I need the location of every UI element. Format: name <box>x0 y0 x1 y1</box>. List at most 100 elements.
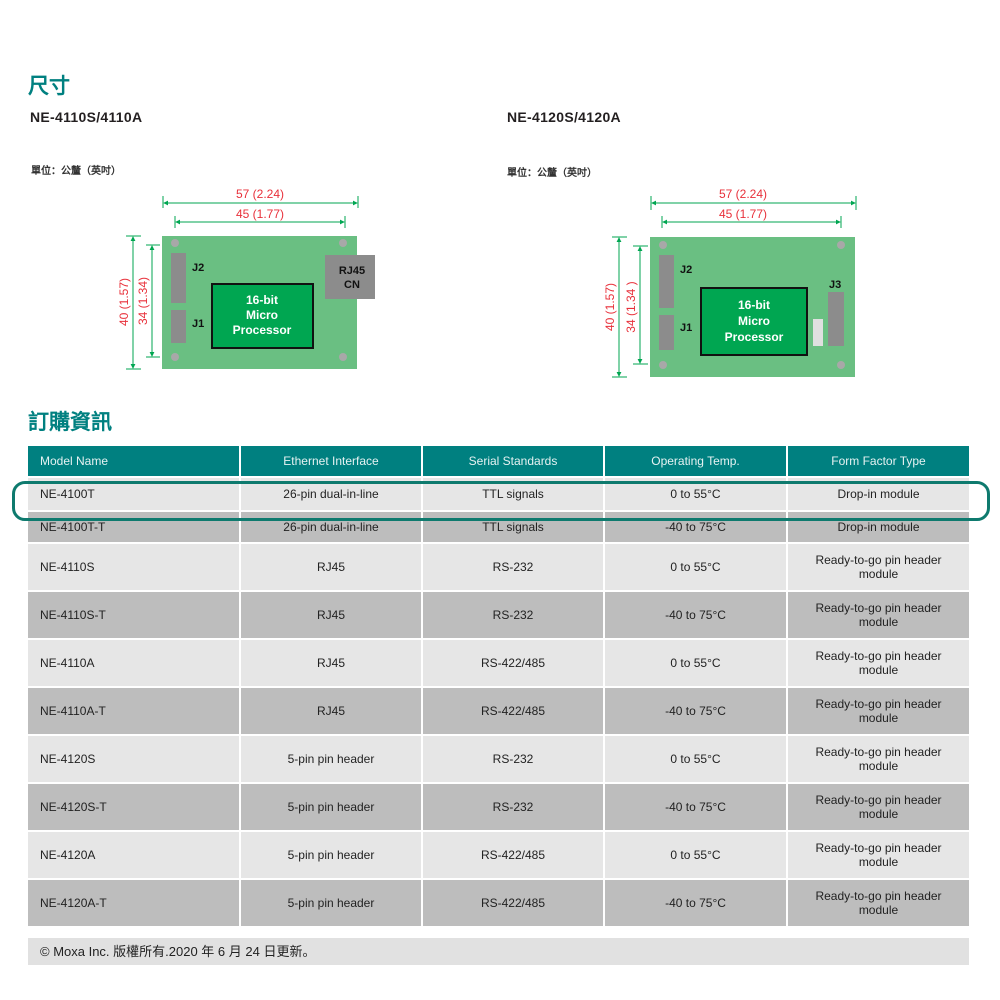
table-cell: Ready-to-go pin header module <box>788 736 969 782</box>
height-inner-label: 34 (1.34) <box>136 277 150 325</box>
diagram-2-unit-label: 單位：公釐（英吋） <box>507 168 597 179</box>
table-cell: Ready-to-go pin header module <box>788 688 969 734</box>
table-cell: RS-232 <box>423 592 603 638</box>
table-cell: RS-232 <box>423 784 603 830</box>
table-cell: 0 to 55°C <box>605 736 786 782</box>
table-cell: -40 to 75°C <box>605 592 786 638</box>
diagram-2: 57 (2.24) 45 (1.77) 40 (1.57) 34 (1.34 )… <box>603 187 857 378</box>
width-inner-label: 45 (1.77) <box>719 207 767 221</box>
table-cell: Ready-to-go pin header module <box>788 640 969 686</box>
table-cell: NE-4100T <box>28 478 239 510</box>
table-cell: RJ45 <box>241 688 421 734</box>
connector-j2 <box>171 253 186 303</box>
connector-j2 <box>659 255 674 308</box>
table-cell: TTL signals <box>423 512 603 542</box>
microprocessor-chip <box>211 283 314 349</box>
chip-label-line3: Processor <box>233 323 292 337</box>
dimension-diagrams: 57 (2.24) 45 (1.77) 40 (1.57) 34 (1.34) … <box>117 187 857 378</box>
table-cell: NE-4110S-T <box>28 592 239 638</box>
mounting-holes <box>171 239 347 361</box>
table-cell: NE-4120A-T <box>28 880 239 926</box>
table-cell: NE-4110A <box>28 640 239 686</box>
diagram-1-unit-label: 單位：公釐（英吋） <box>31 166 121 177</box>
table-cell: -40 to 75°C <box>605 880 786 926</box>
table-cell: 5-pin pin header <box>241 832 421 878</box>
table-cell: RS-422/485 <box>423 640 603 686</box>
height-outer-label: 40 (1.57) <box>603 283 617 331</box>
table-cell: NE-4110A-T <box>28 688 239 734</box>
table-cell: -40 to 75°C <box>605 688 786 734</box>
diagram-1-model-title: NE-4110S/4110A <box>30 109 143 125</box>
table-cell: TTL signals <box>423 478 603 510</box>
j2-label: J2 <box>192 262 204 274</box>
table-cell: Ready-to-go pin header module <box>788 544 969 590</box>
j3-label: J3 <box>829 279 841 291</box>
footer-copyright: © Moxa Inc. 版權所有.2020 年 6 月 24 日更新。 <box>28 938 969 965</box>
table-cell: Ready-to-go pin header module <box>788 784 969 830</box>
rj45-label-line1: RJ45 <box>339 265 365 277</box>
width-outer-label: 57 (2.24) <box>719 187 767 201</box>
table-cell: 26-pin dual-in-line <box>241 512 421 542</box>
table-cell: 5-pin pin header <box>241 784 421 830</box>
ordering-heading: 訂購資訊 <box>28 411 112 434</box>
width-outer-label: 57 (2.24) <box>236 187 284 201</box>
connector-j1 <box>659 315 674 350</box>
chip-label-line3: Processor <box>725 330 784 344</box>
table-cell: RS-422/485 <box>423 880 603 926</box>
rj45-label-line2: CN <box>344 279 360 291</box>
dimensions-heading: 尺寸 <box>28 75 70 98</box>
table-cell: RJ45 <box>241 544 421 590</box>
j2-label: J2 <box>680 264 692 276</box>
component <box>813 319 823 346</box>
table-cell: 5-pin pin header <box>241 736 421 782</box>
diagram-1: 57 (2.24) 45 (1.77) 40 (1.57) 34 (1.34) … <box>117 187 375 370</box>
mounting-holes <box>659 241 845 369</box>
rj45-connector <box>325 255 375 299</box>
table-cell: Drop-in module <box>788 478 969 510</box>
connector-j3 <box>828 292 844 346</box>
table-cell: NE-4100T-T <box>28 512 239 542</box>
table-cell: Ready-to-go pin header module <box>788 880 969 926</box>
width-inner-label: 45 (1.77) <box>236 207 284 221</box>
table-cell: NE-4120A <box>28 832 239 878</box>
column-header: Operating Temp. <box>605 446 786 476</box>
table-cell: RJ45 <box>241 640 421 686</box>
table-cell: RS-232 <box>423 736 603 782</box>
table-cell: 0 to 55°C <box>605 544 786 590</box>
microprocessor-chip <box>700 287 808 356</box>
table-cell: NE-4120S-T <box>28 784 239 830</box>
dimension-lines <box>126 196 359 370</box>
table-cell: 5-pin pin header <box>241 880 421 926</box>
table-cell: Ready-to-go pin header module <box>788 832 969 878</box>
table-cell: NE-4110S <box>28 544 239 590</box>
diagram-2-model-title: NE-4120S/4120A <box>507 109 621 125</box>
column-header: Form Factor Type <box>788 446 969 476</box>
column-header: Model Name <box>28 446 239 476</box>
chip-label-line1: 16-bit <box>738 298 770 312</box>
column-header: Ethernet Interface <box>241 446 421 476</box>
table-cell: 0 to 55°C <box>605 640 786 686</box>
table-cell: Drop-in module <box>788 512 969 542</box>
table-cell: -40 to 75°C <box>605 784 786 830</box>
chip-label-line1: 16-bit <box>246 293 278 307</box>
table-cell: Ready-to-go pin header module <box>788 592 969 638</box>
j1-label: J1 <box>192 318 204 330</box>
height-outer-label: 40 (1.57) <box>117 278 131 326</box>
height-inner-label: 34 (1.34 ) <box>624 281 638 332</box>
dimension-lines <box>612 196 857 378</box>
chip-label-line2: Micro <box>738 314 770 328</box>
connector-j1 <box>171 310 186 343</box>
chip-label-line2: Micro <box>246 308 278 322</box>
